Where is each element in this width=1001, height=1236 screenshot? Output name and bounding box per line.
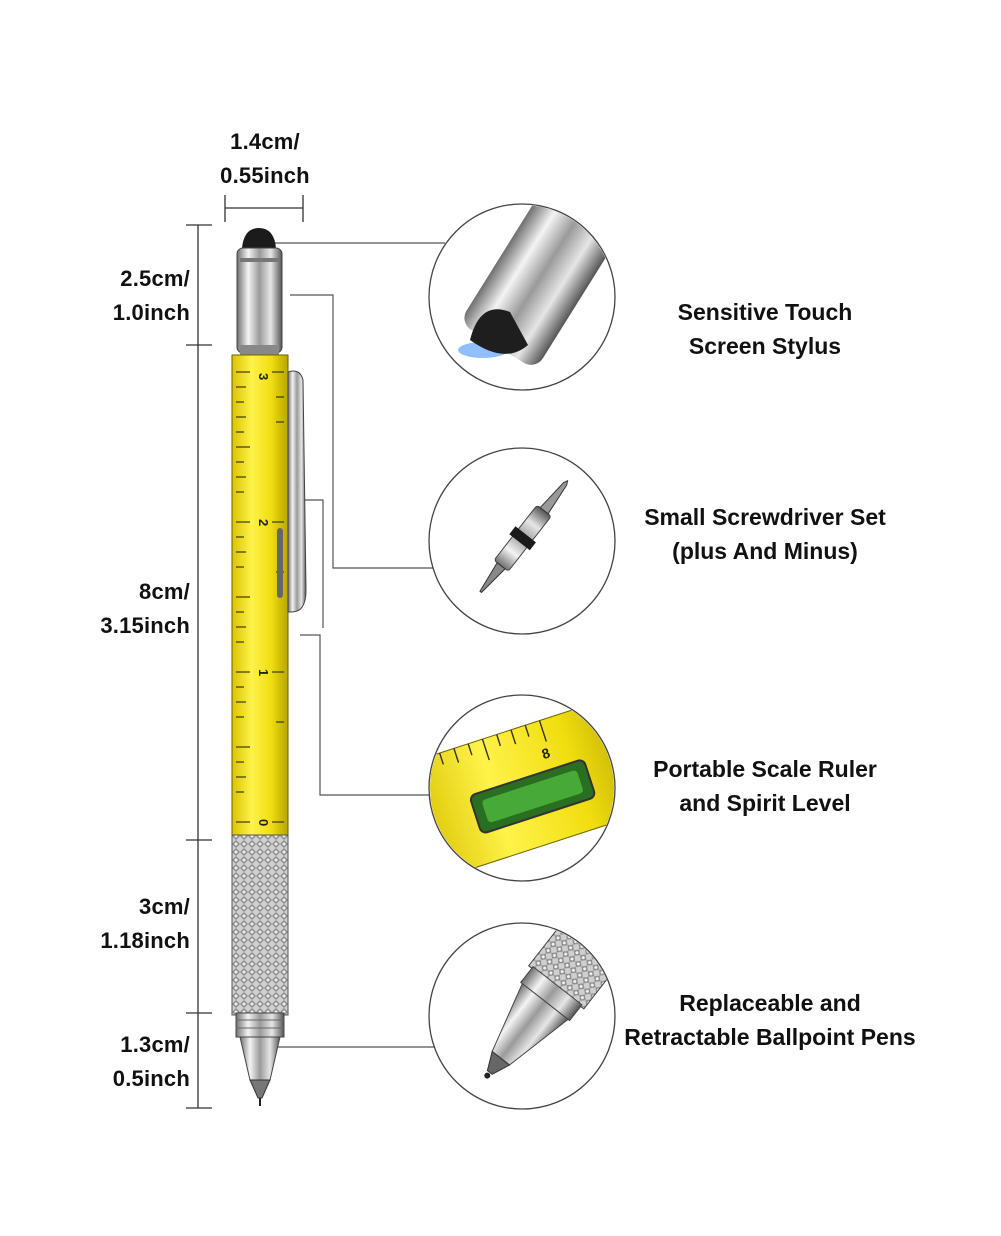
leader-lines — [275, 242, 445, 1048]
feature-label-screwdriver: Small Screwdriver Set (plus And Minus) — [600, 500, 930, 568]
stylus-dimension-line2: 1.0inch — [112, 300, 190, 325]
tip-dimension-line1: 1.3cm/ — [120, 1032, 190, 1057]
ballpoint-tip-icon — [428, 922, 616, 1110]
screwdriver-icon — [428, 447, 616, 635]
feature-ruler-line2: and Spirit Level — [679, 790, 851, 816]
feature-screwdriver-line2: (plus And Minus) — [672, 538, 858, 564]
ruler-number-3: 3 — [256, 373, 271, 380]
feature-label-ruler-level: Portable Scale Ruler and Spirit Level — [600, 752, 930, 820]
stylus-dimension-line1: 2.5cm/ — [120, 266, 190, 291]
feature-ballpoint-line2: Retractable Ballpoint Pens — [624, 1024, 916, 1050]
tip-dimension-label: 1.3cm/ 0.5inch — [60, 1028, 190, 1096]
width-dimension-label: 1.4cm/ 0.55inch — [210, 125, 320, 193]
feature-label-ballpoint: Replaceable and Retractable Ballpoint Pe… — [605, 986, 935, 1054]
grip-dimension-line2: 1.18inch — [100, 928, 190, 953]
pen: 3 2 1 0 — [231, 228, 307, 1106]
grip-dimension-label: 3cm/ 1.18inch — [60, 890, 190, 958]
feature-screwdriver-line1: Small Screwdriver Set — [644, 504, 886, 530]
feature-ballpoint-line1: Replaceable and — [679, 990, 861, 1016]
feature-stylus-line2: Screen Stylus — [688, 333, 842, 359]
ruler-level-icon: 8 — [428, 694, 616, 882]
body-dimension-line2: 3.15inch — [100, 613, 190, 638]
dimension-lines — [186, 195, 304, 1109]
pen-ruler-ticks — [236, 371, 284, 823]
width-dimension-line2: 0.55inch — [220, 163, 310, 188]
width-dimension-line1: 1.4cm/ — [230, 129, 300, 154]
ruler-number-1: 1 — [256, 669, 271, 676]
body-dimension-line1: 8cm/ — [139, 579, 190, 604]
feature-stylus-line1: Sensitive Touch — [677, 299, 853, 325]
stylus-dimension-label: 2.5cm/ 1.0inch — [70, 262, 190, 330]
ruler-number-0: 0 — [256, 819, 271, 826]
feature-ruler-line1: Portable Scale Ruler — [653, 756, 877, 782]
feature-label-stylus: Sensitive Touch Screen Stylus — [600, 295, 930, 363]
grip-dimension-line1: 3cm/ — [139, 894, 190, 919]
tip-dimension-line2: 0.5inch — [112, 1066, 190, 1091]
body-dimension-label: 8cm/ 3.15inch — [60, 575, 190, 643]
ruler-number-2: 2 — [256, 519, 271, 526]
